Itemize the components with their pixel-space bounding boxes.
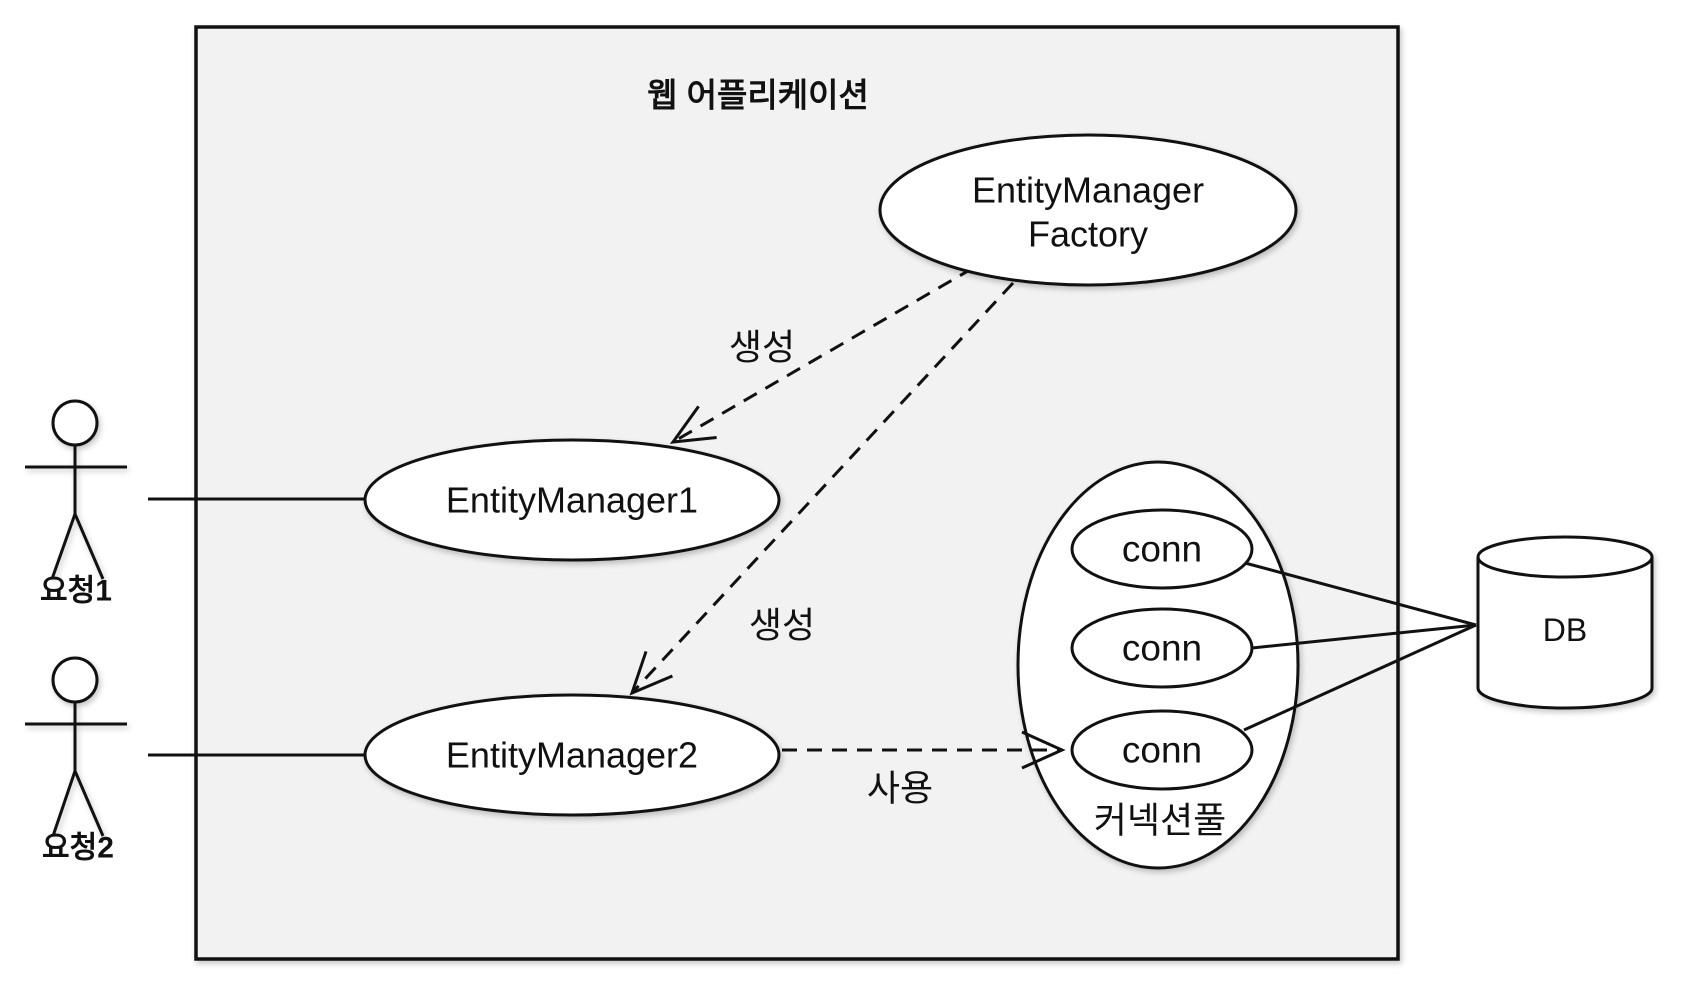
conn3-node: [1070, 709, 1254, 791]
entitymanager1-node: [363, 438, 781, 562]
actor2-head: [51, 656, 99, 704]
db-cylinder-top: [1476, 535, 1654, 579]
conn2-label: conn: [1122, 628, 1202, 669]
entitymanager1-label: EntityManager1: [446, 480, 698, 521]
use-edge-label: 사용: [867, 768, 933, 809]
db-cylinder: [1476, 535, 1654, 710]
entitymanager2-label: EntityManager2: [446, 735, 698, 776]
conn1-node: [1070, 508, 1254, 590]
conn3-label: conn: [1122, 730, 1202, 771]
create-em1-edge-label: 생성: [729, 327, 795, 368]
factory-create-em2-arrow: [629, 281, 1015, 696]
connection-pool-label: 커넥션풀: [1094, 800, 1226, 841]
factory-create-em1-arrow: [669, 266, 974, 444]
actor1-left-leg: [50, 513, 77, 580]
actor1-right-leg: [73, 513, 105, 580]
actor-request1-label: 요청1: [40, 575, 112, 608]
conn2-db-line: [1251, 623, 1477, 650]
conn1-db-line: [1244, 561, 1477, 627]
actor-request2-figure: [25, 656, 127, 837]
create-em2-edge-label: 생성: [749, 605, 815, 646]
boundary-title: 웹 어플리케이션: [647, 77, 869, 114]
entitymanagerfactory-label-line1: EntityManager: [972, 170, 1204, 211]
entitymanager2-node: [363, 693, 781, 817]
actor-request1-figure: [25, 399, 127, 580]
actor2-left-leg: [51, 770, 77, 837]
actor1-head: [51, 399, 99, 447]
conn1-label: conn: [1122, 529, 1202, 570]
db-label: DB: [1543, 612, 1587, 648]
actor2-right-leg: [73, 770, 105, 837]
entitymanagerfactory-label-line2: Factory: [1028, 214, 1148, 255]
conn3-db-line: [1243, 623, 1477, 732]
entitymanagerfactory-node: [878, 133, 1298, 287]
actor-request2-label: 요청2: [42, 832, 114, 865]
db-cylinder-body: [1476, 557, 1654, 710]
